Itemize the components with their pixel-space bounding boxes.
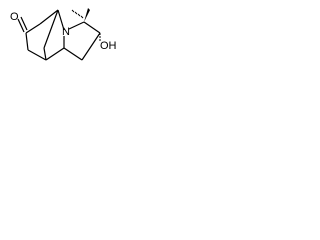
bond-c9-c8 (83, 21, 101, 34)
bond-bridge-c5 (43, 47, 47, 61)
bond-c6-c7 (63, 47, 83, 61)
hash-bond-top (71, 9, 84, 19)
atom-n-label: N (62, 26, 70, 38)
bond-carbonyl-2 (20, 16, 28, 31)
bond-c4-c5 (27, 49, 47, 61)
bond-carbonyl-1 (17, 18, 25, 33)
atom-oh-label: OH (100, 40, 117, 52)
bond-n-c9 (68, 21, 85, 30)
bond-c3-c2 (25, 23, 41, 34)
bond-c5-c6 (45, 47, 65, 61)
atom-o-label: O (10, 11, 19, 23)
bond-c1-n (57, 9, 65, 31)
bond-c2-c1 (39, 9, 59, 25)
molecule-svg: O N OH (10, 8, 117, 61)
bond-c8-c7 (81, 32, 101, 61)
structure-canvas: O N OH (0, 0, 117, 77)
wedge-bond-top (84, 8, 90, 22)
bond-c1-bridge (43, 9, 59, 49)
bond-c3-c4 (25, 32, 29, 51)
